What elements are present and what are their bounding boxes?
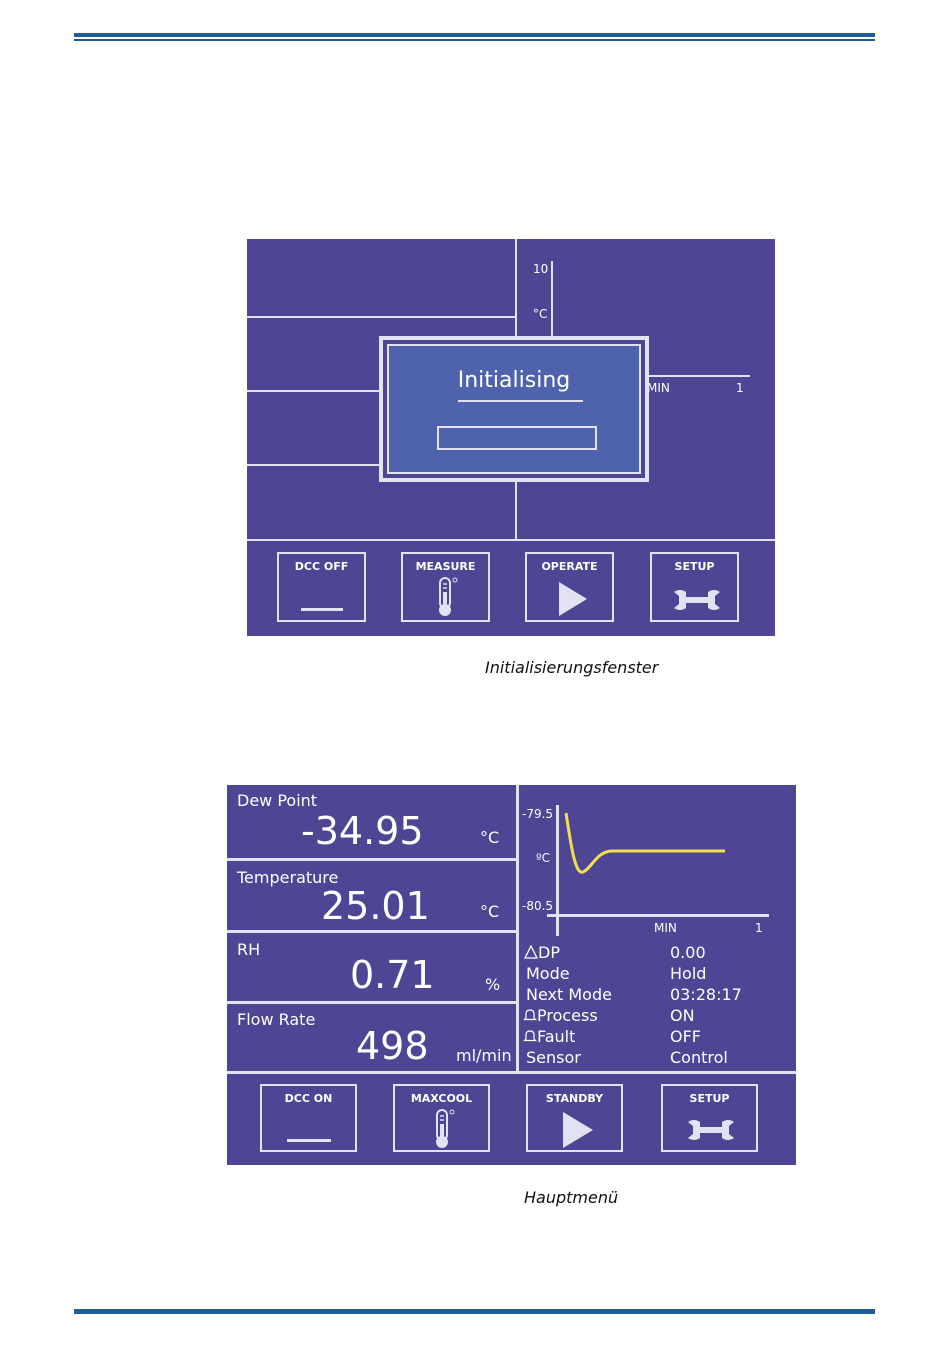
flow-rate-unit: ml/min — [456, 1046, 512, 1065]
thermometer-icon — [436, 576, 460, 618]
button-label: DCC OFF — [279, 560, 364, 573]
button-label: MEASURE — [403, 560, 488, 573]
bottom-rule — [74, 1309, 875, 1314]
graph-y-unit-label: °C — [533, 307, 547, 321]
status-value-next-mode: 03:28:17 — [670, 985, 742, 1004]
dcc-off-button[interactable]: DCC OFF — [277, 552, 366, 622]
button-label: MAXCOOL — [395, 1092, 488, 1105]
dash-icon — [301, 608, 343, 611]
divider — [247, 539, 775, 541]
setup-button[interactable]: SETUP — [661, 1084, 758, 1152]
status-label-process: Process — [537, 1006, 598, 1025]
divider — [227, 1071, 796, 1074]
bell-icon — [523, 1008, 537, 1022]
status-label-sensor: Sensor — [526, 1048, 581, 1067]
play-icon — [561, 1112, 595, 1148]
status-value-sensor: Control — [670, 1048, 728, 1067]
operate-button[interactable]: OPERATE — [525, 552, 614, 622]
dialog-title: Initialising — [389, 368, 639, 393]
button-label: DCC ON — [262, 1092, 355, 1105]
status-label-mode: Mode — [526, 964, 570, 983]
measure-button[interactable]: MEASURE — [401, 552, 490, 622]
setup-button[interactable]: SETUP — [650, 552, 739, 622]
main-caption: Hauptmenü — [524, 1188, 618, 1207]
wrench-icon — [672, 588, 722, 612]
init-screen: 10 °C MIN 1 Initialising DCC OFF MEASURE — [247, 239, 775, 636]
status-label-next-mode: Next Mode — [526, 985, 612, 1004]
flow-rate-value: 498 — [356, 1024, 429, 1068]
button-label: OPERATE — [527, 560, 612, 573]
button-label: SETUP — [663, 1092, 756, 1105]
divider — [247, 316, 515, 318]
graph-x-unit-label: MIN — [647, 381, 670, 395]
maxcool-button[interactable]: MAXCOOL — [393, 1084, 490, 1152]
status-label-dp: DP — [538, 943, 560, 962]
dialog-title-underline — [458, 400, 583, 402]
rh-value: 0.71 — [350, 953, 435, 997]
main-screen: Dew Point -34.95 °C Temperature 25.01 °C… — [227, 785, 796, 1165]
init-caption: Initialisierungsfenster — [485, 658, 658, 677]
initialising-dialog: Initialising — [379, 336, 649, 482]
delta-icon — [524, 945, 538, 959]
status-value-fault: OFF — [670, 1027, 701, 1046]
dcc-on-button[interactable]: DCC ON — [260, 1084, 357, 1152]
status-value-mode: Hold — [670, 964, 706, 983]
thermometer-icon — [433, 1108, 457, 1150]
status-value-dp: 0.00 — [670, 943, 706, 962]
rh-label: RH — [237, 940, 260, 959]
dash-icon — [287, 1139, 331, 1142]
play-icon — [557, 582, 589, 616]
status-value-process: ON — [670, 1006, 695, 1025]
flow-rate-label: Flow Rate — [237, 1010, 315, 1029]
status-label-fault: Fault — [537, 1027, 575, 1046]
top-rule — [74, 33, 875, 41]
bell-icon — [523, 1029, 537, 1043]
graph-trace — [227, 785, 796, 935]
divider — [227, 1001, 517, 1004]
progress-bar — [437, 426, 597, 450]
rh-unit: % — [485, 975, 500, 994]
wrench-icon — [685, 1118, 737, 1142]
standby-button[interactable]: STANDBY — [526, 1084, 623, 1152]
button-label: STANDBY — [528, 1092, 621, 1105]
button-label: SETUP — [652, 560, 737, 573]
graph-x-end-label: 1 — [736, 381, 744, 395]
graph-y-top-label: 10 — [533, 262, 548, 276]
